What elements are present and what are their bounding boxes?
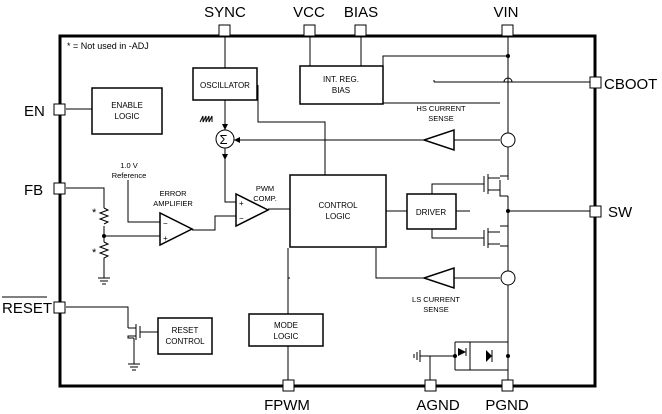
hs-sense-label-1: HS CURRENT [416, 104, 466, 113]
body-diodes [454, 342, 493, 370]
vin-pin-pad[interactable] [501, 24, 514, 37]
feedback-arrowhead [234, 137, 240, 143]
int-reg-label-1: INT. REG. [323, 75, 359, 84]
resistor-lower [98, 241, 110, 262]
ground-symbol-reset [128, 363, 140, 371]
int-reg-bias-block [299, 65, 384, 105]
hs-sense-label-2: SENSE [428, 114, 453, 123]
error-amp-label-1: ERROR [159, 189, 187, 198]
fb-pin-pad[interactable] [53, 182, 66, 195]
pwm-comp-label-1: PWM [256, 184, 274, 193]
bias-pin-pad[interactable] [354, 24, 367, 37]
reference-label-1: 1.0 V [120, 161, 138, 170]
error-amp-minus: − [163, 219, 168, 228]
control-logic-label-2: LOGIC [326, 212, 351, 221]
oscillator-label: OSCILLATOR [200, 81, 250, 90]
fpwm-pin-label: FPWM [264, 397, 310, 414]
ground-symbol-agnd [413, 350, 421, 362]
mode-logic-label-2: LOGIC [274, 332, 299, 341]
error-amplifier [159, 211, 194, 247]
control-logic-label-1: CONTROL [318, 201, 358, 210]
error-amp-label-2: AMPLIFIER [153, 199, 193, 208]
low-side-mosfet [483, 228, 500, 248]
en-pin-label: EN [24, 103, 45, 120]
mode-logic-block [248, 313, 324, 347]
high-side-mosfet [483, 174, 501, 196]
summing-node [215, 129, 235, 149]
hs-sense-node [500, 132, 516, 148]
resistor-star-lower: * [92, 247, 97, 259]
wiring [66, 36, 590, 382]
note-text: * = Not used in -ADJ [67, 41, 149, 51]
fb-pin-label: FB [24, 182, 43, 199]
mode-logic-label-1: MODE [274, 321, 298, 330]
reset-control-label-1: RESET [172, 326, 199, 335]
ls-sense-label-1: LS CURRENT [412, 295, 460, 304]
sigma-arrowhead [222, 154, 228, 160]
pwm-comp-minus: − [239, 214, 244, 223]
reset-control-block [157, 317, 213, 355]
reset-pin-pad[interactable] [53, 301, 66, 314]
enable-logic-label-1: ENABLE [111, 101, 143, 110]
bias-pin-label: BIAS [344, 4, 378, 21]
driver-label: DRIVER [416, 208, 446, 217]
pwm-comparator [235, 192, 270, 228]
oscillator-block [192, 67, 258, 101]
vcc-pin-pad[interactable] [303, 24, 316, 37]
osc-arrowhead [222, 124, 228, 130]
junction-dots [102, 54, 510, 358]
reset-mosfet [127, 324, 141, 340]
agnd-pin-label: AGND [416, 397, 460, 414]
driver-block [406, 193, 457, 230]
resistor-star-upper: * [92, 207, 97, 219]
control-logic-block [289, 174, 387, 248]
ls-sense-label-2: SENSE [423, 305, 448, 314]
ls-current-sense-amp [421, 266, 455, 290]
sawtooth-icon [199, 115, 213, 123]
sw-pin-pad[interactable] [589, 205, 602, 218]
sync-pin-pad[interactable] [218, 24, 231, 37]
reference-label-2: Reference [112, 171, 147, 180]
fpwm-pin-pad[interactable] [282, 379, 295, 392]
sigma-symbol: Σ [220, 132, 228, 147]
pwm-comp-plus: + [239, 199, 244, 208]
en-pin-pad[interactable] [53, 103, 66, 116]
reset-control-label-2: CONTROL [165, 337, 205, 346]
agnd-pin-pad[interactable] [424, 379, 437, 392]
ground-symbol-fb [98, 277, 110, 285]
cboot-pin-label: CBOOT [604, 76, 657, 93]
pwm-comp-label-2: COMP. [253, 194, 277, 203]
pgnd-pin-pad[interactable] [501, 379, 514, 392]
reset-pin-label: RESET [2, 300, 52, 317]
hs-current-sense-amp [421, 128, 455, 152]
sync-pin-label: SYNC [204, 4, 246, 21]
pgnd-pin-label: PGND [485, 397, 529, 414]
ls-sense-node [500, 270, 516, 286]
error-amp-plus: + [163, 234, 168, 243]
enable-logic-block [91, 87, 163, 135]
cboot-pin-pad[interactable] [589, 76, 602, 89]
enable-logic-label-2: LOGIC [115, 112, 140, 121]
int-reg-label-2: BIAS [332, 86, 350, 95]
vcc-pin-label: VCC [293, 4, 325, 21]
sw-pin-label: SW [608, 204, 633, 221]
vin-pin-label: VIN [493, 4, 518, 21]
resistor-upper [98, 207, 110, 225]
